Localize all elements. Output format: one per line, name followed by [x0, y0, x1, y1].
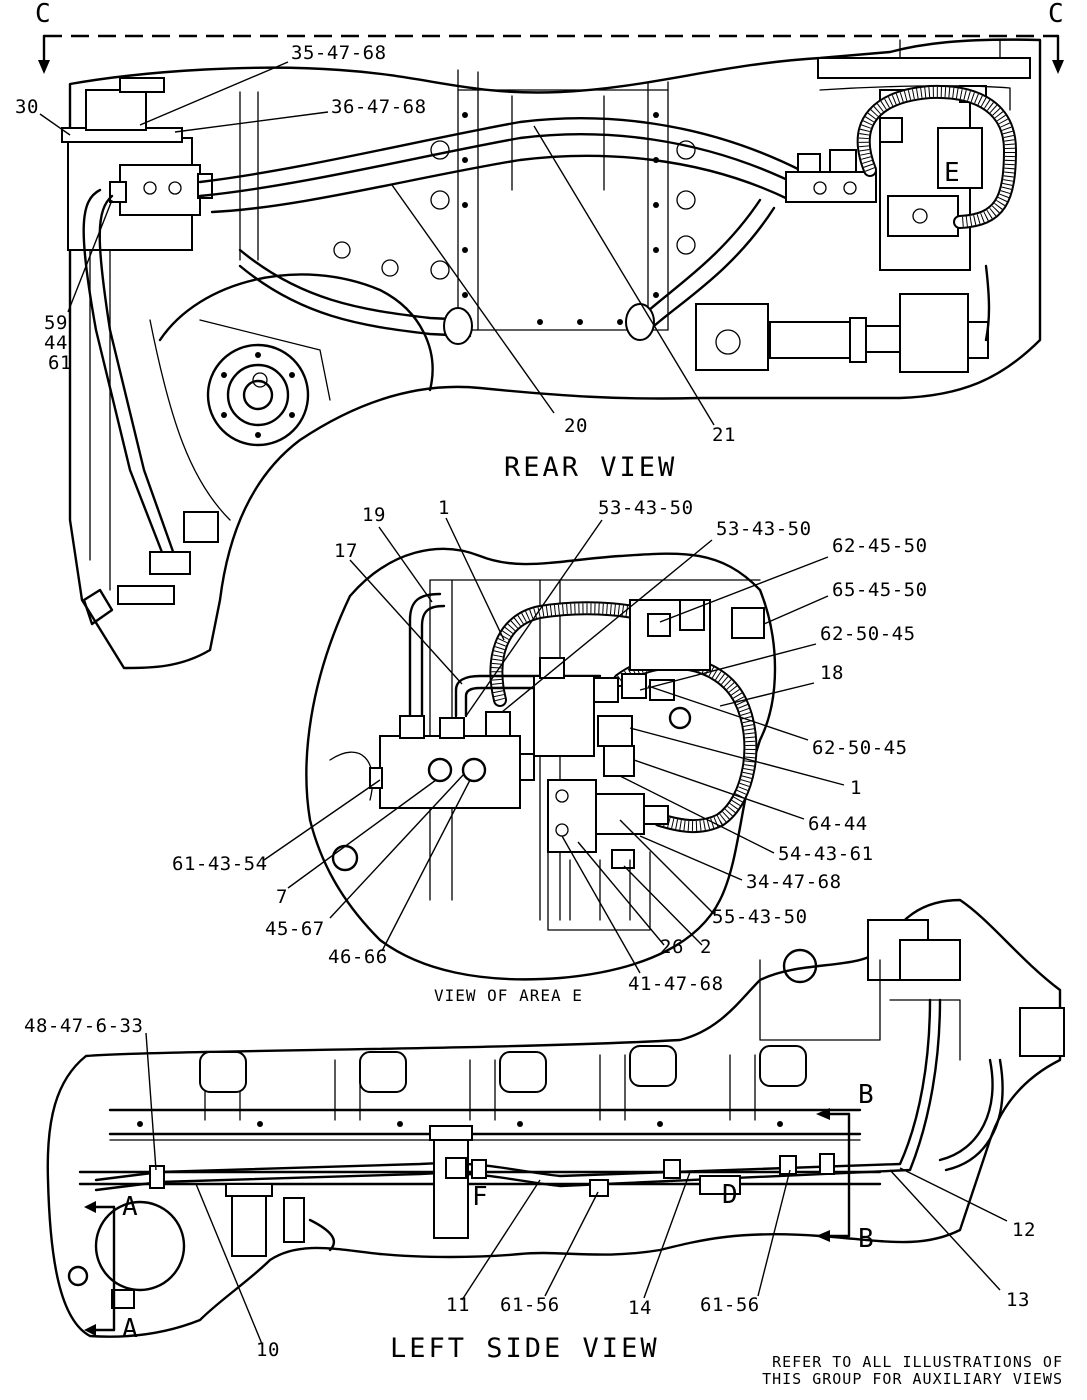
section-c-right-label: C: [1048, 0, 1064, 29]
callout-61-56-b: 61-56: [700, 1294, 760, 1316]
section-a-marker: [84, 1201, 116, 1336]
callout-46-66: 46-66: [328, 946, 388, 968]
callout-1-top: 1: [438, 497, 450, 519]
callout-62-50-45-b: 62-50-45: [812, 737, 908, 759]
callout-48-47-6-33: 48-47-6-33: [24, 1015, 144, 1037]
leader-lines: [39, 61, 1008, 1345]
area-e-drawing: [305, 547, 777, 981]
callout-35-47-68: 35-47-68: [291, 42, 387, 64]
callout-55-43-50: 55-43-50: [712, 906, 808, 928]
note-line-2: THIS GROUP FOR AUXILIARY VIEWS: [762, 1370, 1063, 1388]
callout-44: 44: [44, 332, 68, 354]
callout-65-45-50: 65-45-50: [832, 579, 928, 601]
callout-61-43-54: 61-43-54: [172, 853, 268, 875]
section-b-bottom-label: B: [858, 1224, 874, 1254]
callout-30: 30: [15, 96, 39, 118]
callout-1-right: 1: [850, 777, 862, 799]
section-c-cut-line: [38, 34, 1064, 74]
callout-11: 11: [446, 1294, 470, 1316]
callout-12: 12: [1012, 1219, 1036, 1241]
area-e-title: VIEW OF AREA E: [434, 986, 583, 1005]
note-line-1: REFER TO ALL ILLUSTRATIONS OF: [772, 1353, 1063, 1371]
callout-19: 19: [362, 504, 386, 526]
callout-26: 26: [660, 936, 684, 958]
callout-62-45-50: 62-45-50: [832, 535, 928, 557]
section-e-label: E: [944, 158, 960, 188]
callout-36-47-68: 36-47-68: [331, 96, 427, 118]
callout-54-43-61: 54-43-61: [778, 843, 874, 865]
auxiliary-views-note: REFER TO ALL ILLUSTRATIONS OF THIS GROUP…: [762, 1354, 1063, 1388]
callout-62-50-45-a: 62-50-45: [820, 623, 916, 645]
callout-7: 7: [276, 886, 288, 908]
left-side-view-drawing: [46, 898, 1065, 1338]
callout-61-rear: 61: [48, 352, 72, 374]
callout-53-43-50-a: 53-43-50: [598, 497, 694, 519]
callout-61-56-a: 61-56: [500, 1294, 560, 1316]
section-d-label: D: [722, 1180, 738, 1210]
callout-41-47-68: 41-47-68: [628, 973, 724, 995]
left-side-view-title: LEFT SIDE VIEW: [390, 1333, 660, 1364]
section-f-label: F: [472, 1182, 488, 1212]
section-b-marker: [816, 1108, 851, 1242]
rear-view-drawing: [61, 38, 1042, 670]
callout-10: 10: [256, 1339, 280, 1361]
section-a-top-label: A: [122, 1192, 138, 1222]
callout-59: 59: [44, 312, 68, 334]
callout-64-44: 64-44: [808, 813, 868, 835]
callout-17: 17: [334, 540, 358, 562]
rear-view-title: REAR VIEW: [504, 452, 678, 483]
callout-53-43-50-b: 53-43-50: [716, 518, 812, 540]
section-c-left-label: C: [35, 0, 51, 29]
callout-21: 21: [712, 424, 736, 446]
callout-2: 2: [700, 936, 712, 958]
callout-45-67: 45-67: [265, 918, 325, 940]
callout-18: 18: [820, 662, 844, 684]
section-a-bottom-label: A: [122, 1314, 138, 1344]
callout-34-47-68: 34-47-68: [746, 871, 842, 893]
section-b-top-label: B: [858, 1080, 874, 1110]
callout-13: 13: [1006, 1289, 1030, 1311]
callout-20: 20: [564, 415, 588, 437]
callout-14: 14: [628, 1297, 652, 1319]
